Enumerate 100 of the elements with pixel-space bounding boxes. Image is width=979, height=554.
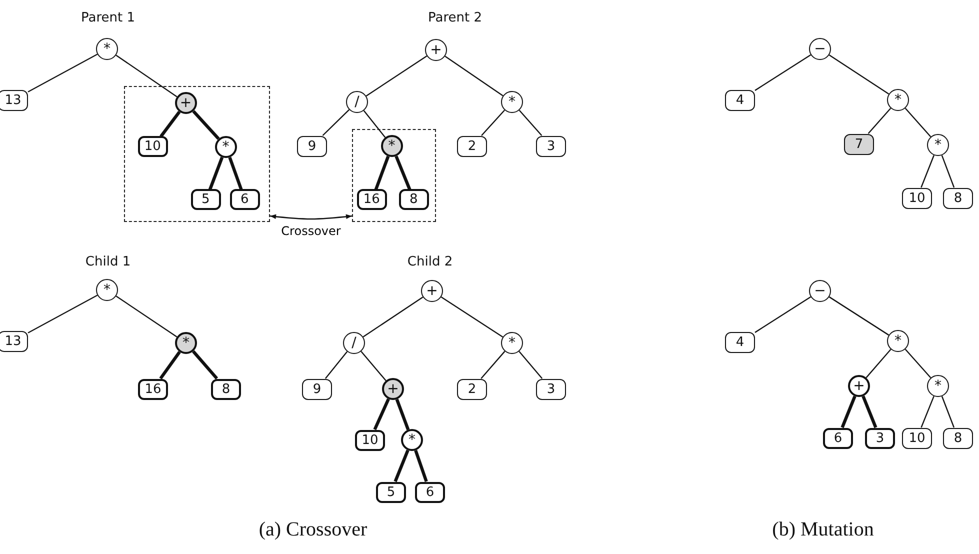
operand-node: 10	[355, 430, 385, 450]
operator-node: +	[425, 39, 447, 61]
operator-node: *	[96, 279, 118, 301]
operator-node: *	[175, 332, 197, 354]
operator-node: *	[501, 91, 523, 113]
operand-node: 6	[230, 189, 260, 210]
operand-node: 2	[457, 378, 487, 400]
tree-branch	[904, 108, 932, 138]
operand-node: 8	[211, 378, 241, 400]
tree-branch	[373, 398, 390, 430]
tree-branch	[395, 398, 410, 430]
tree-branch	[518, 110, 542, 136]
tree-branch	[228, 156, 243, 190]
operand-node: 4	[725, 90, 755, 110]
tree-branch	[414, 450, 428, 482]
tree-branch	[394, 156, 412, 190]
operator-node: *	[214, 136, 237, 158]
panel-caption: (a) Crossover	[258, 518, 368, 542]
tree-branch	[360, 351, 386, 381]
operator-node: /	[343, 332, 365, 354]
tree-branch	[192, 350, 218, 380]
operand-node: 10	[902, 188, 932, 208]
operand-node: 16	[356, 189, 387, 210]
operand-node: 10	[138, 136, 168, 158]
operator-node: −	[809, 38, 831, 60]
tree-branch	[840, 396, 856, 428]
tree-branch	[366, 56, 428, 96]
tree-branch	[116, 54, 178, 98]
tree-branch	[444, 56, 504, 96]
operator-node: +	[174, 92, 197, 114]
operator-node: /	[346, 91, 368, 113]
tree-branch	[322, 109, 350, 136]
tree-branch	[160, 110, 181, 138]
tree-title: Parent 1	[80, 10, 136, 26]
tree-branch	[480, 350, 506, 379]
operand-node: 6	[415, 482, 445, 502]
tree-branch	[481, 110, 506, 136]
operator-node: *	[887, 330, 909, 352]
tree-branch	[116, 296, 178, 338]
operand-node: 5	[190, 189, 221, 210]
operator-node: *	[501, 332, 523, 354]
tree-branch	[374, 156, 390, 190]
operator-node: *	[380, 134, 403, 157]
tree-branch	[754, 54, 812, 91]
operator-node: *	[96, 38, 118, 60]
operand-node: 3	[536, 136, 566, 156]
operator-node: *	[927, 134, 949, 156]
tree-branch	[866, 348, 892, 378]
tree-title: Child 1	[85, 254, 131, 270]
operand-node: 3	[536, 378, 566, 400]
tree-branch	[941, 155, 955, 188]
operand-node: 6	[823, 428, 853, 448]
dashed-selection-box	[352, 129, 436, 222]
tree-branch	[394, 450, 410, 482]
operand-node: 8	[943, 428, 973, 448]
operator-node: −	[809, 280, 831, 302]
tree-branch	[324, 351, 348, 379]
operator-node: *	[887, 89, 909, 111]
operand-node: 10	[902, 428, 932, 448]
dashed-selection-box	[124, 86, 270, 222]
operand-node: 9	[297, 136, 327, 156]
tree-branch	[941, 396, 955, 428]
tree-branch	[159, 351, 181, 380]
panel-caption: (b) Mutation	[772, 518, 874, 542]
operand-node: 13	[0, 90, 28, 110]
operator-node: *	[927, 375, 949, 397]
operand-node: 13	[0, 330, 28, 352]
tree-branch	[28, 54, 98, 92]
double-arrow	[270, 214, 352, 220]
operand-node: 8	[943, 188, 973, 208]
operator-node: +	[421, 280, 443, 302]
edge-label: Crossover	[279, 224, 343, 238]
tree-title: Parent 2	[428, 10, 482, 26]
tree-branch	[754, 296, 812, 333]
operand-node: 3	[865, 428, 895, 448]
tree-branch	[28, 294, 98, 334]
tree-branch	[208, 156, 224, 190]
tree-branch	[862, 396, 878, 428]
tree-branch	[868, 108, 892, 134]
operator-node: +	[848, 375, 870, 397]
operand-node: 4	[725, 332, 755, 352]
tree-branch	[440, 296, 504, 338]
tree-title: Child 2	[407, 254, 453, 270]
tree-branch	[904, 348, 932, 378]
operand-node: 8	[398, 189, 429, 210]
tree-branch	[920, 396, 934, 428]
tree-branch	[920, 155, 934, 188]
operand-node: 9	[302, 378, 332, 400]
operator-node: +	[382, 378, 404, 400]
tree-branch	[363, 110, 386, 138]
tree-branch	[518, 351, 543, 379]
tree-branch	[192, 110, 220, 140]
tree-branch	[362, 296, 424, 338]
operator-node: *	[401, 429, 423, 451]
tree-branch	[828, 296, 890, 336]
operand-node: 2	[457, 136, 487, 156]
operand-node: 5	[376, 482, 406, 502]
operand-node: 7	[844, 134, 874, 154]
tree-branch	[828, 54, 890, 94]
operand-node: 16	[138, 378, 168, 400]
